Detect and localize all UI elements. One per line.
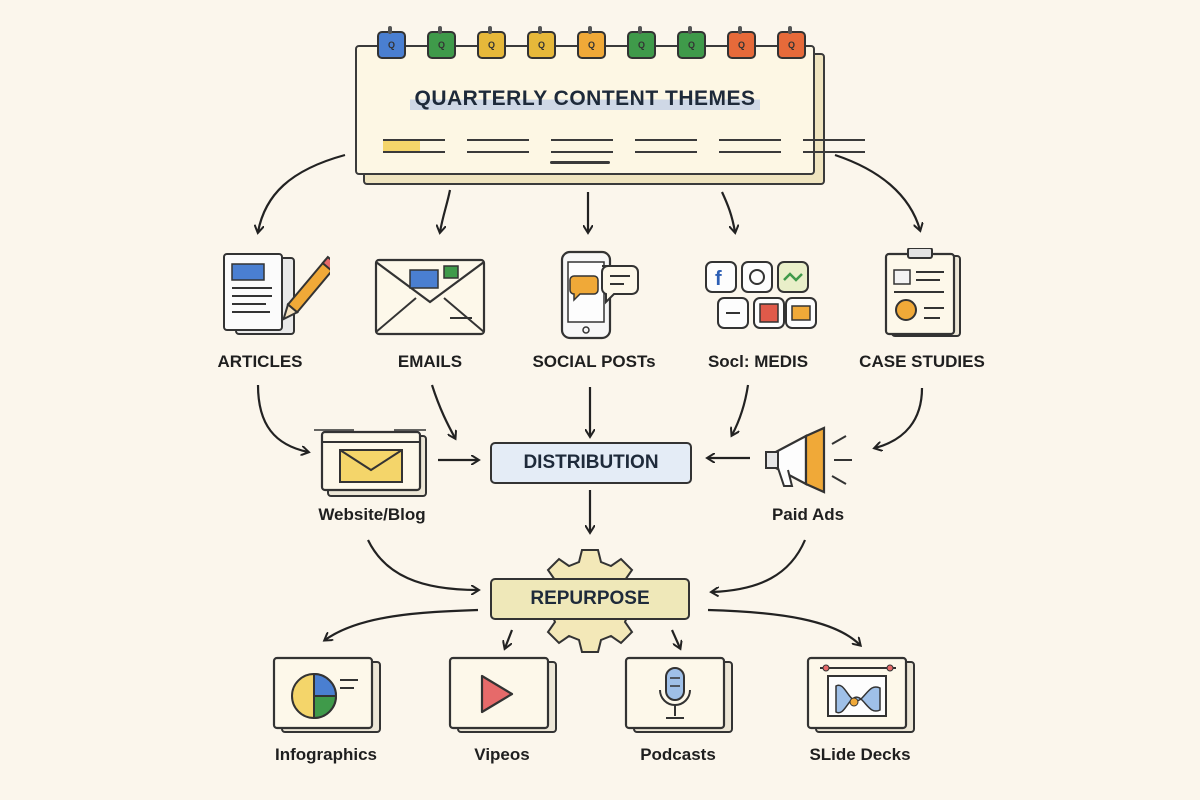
infographic-pie-chart-icon <box>272 656 381 733</box>
arrow-repurpose-infographics <box>325 608 479 640</box>
arrow-articles-website <box>256 384 308 452</box>
slide-deck-presentation-icon <box>806 656 915 733</box>
arrow-paid-ads-repurpose <box>712 539 807 592</box>
clipboard-case-study-icon <box>884 248 961 337</box>
svg-text:f: f <box>715 268 722 290</box>
repurpose-box: REPURPOSE <box>490 578 690 620</box>
arrow-repurpose-podcasts <box>670 629 680 648</box>
label-slide-decks: SLide Decks <box>809 745 911 764</box>
label-podcasts: Podcasts <box>640 745 716 764</box>
arrow-social-media-distribution <box>732 384 750 435</box>
video-play-icon <box>448 656 557 733</box>
email-envelope-icon <box>374 258 486 336</box>
megaphone-icon <box>765 426 852 494</box>
label-website-blog: Website/Blog <box>318 505 426 524</box>
smartphone-chat-icon <box>560 250 639 340</box>
website-browser-icon <box>314 429 427 497</box>
calendar-tab-q: Q <box>377 26 406 59</box>
arrow-case-studies-paid-ads <box>875 387 924 448</box>
social-media-apps-icon: f <box>705 261 817 329</box>
calendar-tab-q: Q <box>677 26 706 59</box>
label-paid-ads: Paid Ads <box>771 505 845 524</box>
quarterly-calendar: Q Q Q Q Q Q Q Q Q QUARTERLY CONTENT THEM… <box>355 26 865 185</box>
arrow-emails-distribution <box>430 384 455 438</box>
diagram-title: QUARTERLY CONTENT THEMES <box>410 87 760 110</box>
label-emails: EMAILS <box>397 352 463 371</box>
calendar-tabs: Q Q Q Q Q Q Q Q Q <box>377 26 806 59</box>
calendar-tab-q: Q <box>477 26 506 59</box>
calendar-tab-q: Q <box>577 26 606 59</box>
arrow-website-repurpose <box>367 539 478 590</box>
distribution-box: DISTRIBUTION <box>490 442 692 484</box>
podcast-microphone-icon <box>624 656 733 733</box>
calendar-tab-q: Q <box>627 26 656 59</box>
label-articles: ARTICLES <box>217 352 303 371</box>
calendar-tab-q: Q <box>427 26 456 59</box>
label-case-studies: CASE STUDIES <box>859 352 985 371</box>
calendar-tab-q: Q <box>727 26 756 59</box>
calendar-tab-q: Q <box>527 26 556 59</box>
arrow-repurpose-videos <box>505 629 514 648</box>
arrow-theme-social-media <box>721 191 735 232</box>
distribution-label: DISTRIBUTION <box>523 452 659 473</box>
calendar-tab-q: Q <box>777 26 806 59</box>
arrow-repurpose-slide-decks <box>707 608 860 645</box>
label-social-media: Socl: MEDIS <box>707 352 809 371</box>
arrow-theme-articles <box>258 153 346 232</box>
calendar-placeholder-lines <box>383 139 865 153</box>
repurpose-label: REPURPOSE <box>530 588 650 609</box>
label-infographics: Infographics <box>274 745 378 764</box>
arrow-theme-case-studies <box>834 153 920 230</box>
article-document-icon <box>223 253 330 335</box>
arrow-theme-emails <box>440 189 452 232</box>
label-videos: Vipeos <box>474 745 530 764</box>
label-social-posts: SOCIAL POSTs <box>532 352 656 371</box>
